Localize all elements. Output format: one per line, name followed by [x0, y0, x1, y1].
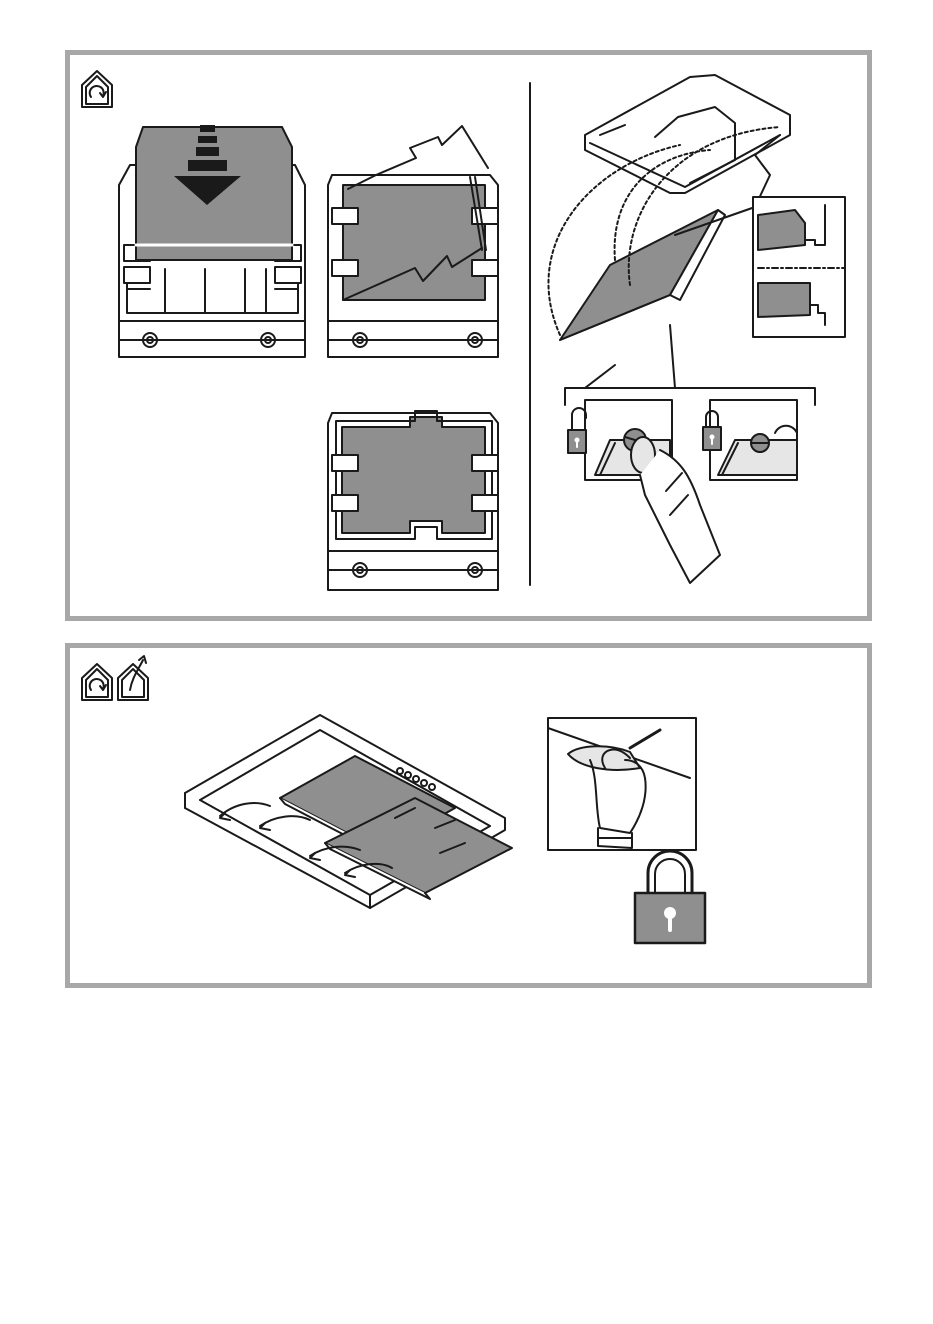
- panel-recirculation-filter-install: [65, 50, 872, 621]
- release-latch-detail: [548, 718, 696, 850]
- recirculation-diagram: [70, 55, 867, 616]
- knob-lock: [703, 400, 797, 480]
- filter-lock-detail: [753, 197, 845, 337]
- extraction-mode-icon: [118, 656, 148, 700]
- panel-grease-filter-removal: [65, 643, 872, 988]
- recirculation-mode-icon: [82, 71, 112, 107]
- lock-icon: [635, 851, 705, 943]
- carbon-filter-frame-step: [328, 126, 498, 357]
- hood-underside-filters: [185, 715, 512, 908]
- carbon-filter-insert-step: [119, 125, 305, 357]
- knob-unlock: [568, 400, 720, 583]
- carbon-filter-seated-step: [328, 411, 498, 590]
- grease-filter-diagram: [70, 648, 867, 983]
- recirculation-mode-icon: [82, 664, 112, 700]
